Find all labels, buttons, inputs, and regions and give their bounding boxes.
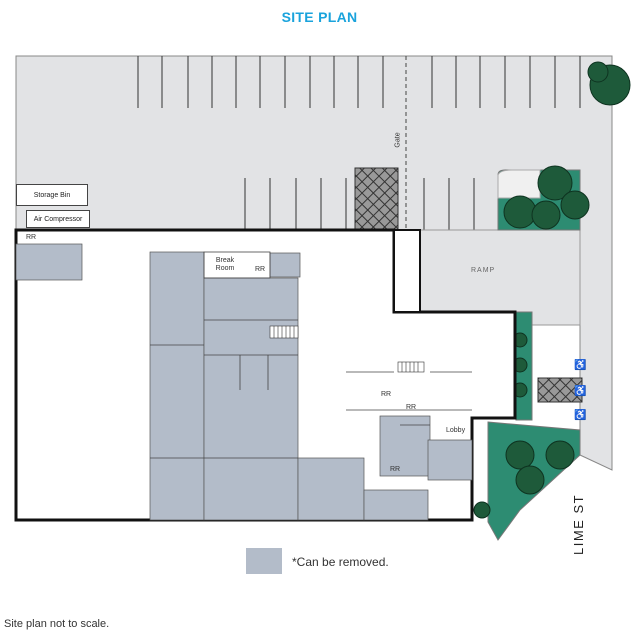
footnote: Site plan not to scale. bbox=[4, 618, 110, 630]
restroom-label-1: RR bbox=[26, 234, 37, 241]
accessible-parking-icons: ♿ ♿ ♿ bbox=[574, 358, 586, 421]
legend-swatch bbox=[246, 548, 282, 574]
restroom-label-5: RR bbox=[390, 466, 401, 473]
restroom-label-4: RR bbox=[406, 404, 417, 411]
break-room-label: Break Room bbox=[215, 257, 235, 272]
page-title: SITE PLAN bbox=[281, 9, 358, 25]
svg-text:♿: ♿ bbox=[574, 384, 586, 397]
palms bbox=[505, 440, 575, 495]
svg-text:♿: ♿ bbox=[574, 358, 586, 371]
ramp-label: RAMP bbox=[471, 267, 496, 274]
planter-top-gravel bbox=[497, 169, 541, 199]
street-label: LIME ST bbox=[571, 493, 586, 555]
parking-stalls-top bbox=[137, 56, 581, 108]
loading-dock bbox=[393, 229, 421, 313]
gate-label: Gate bbox=[394, 132, 402, 148]
interior-walls bbox=[150, 251, 472, 459]
air-compressor-label: Air Compressor bbox=[26, 210, 90, 228]
storage-bin-label: Storage Bin bbox=[16, 184, 88, 206]
lobby-label: Lobby bbox=[446, 427, 466, 434]
restroom-label-3: RR bbox=[381, 391, 392, 398]
svg-text:♿: ♿ bbox=[574, 408, 586, 421]
legend-text: *Can be removed. bbox=[292, 555, 389, 569]
hatched-structure-small bbox=[537, 377, 583, 403]
hatched-structure bbox=[354, 167, 399, 231]
removable-areas bbox=[15, 243, 473, 521]
trees bbox=[473, 61, 631, 519]
stairs bbox=[269, 325, 425, 373]
restroom-label-2: RR bbox=[255, 266, 266, 273]
parking-stalls-bottom bbox=[244, 178, 475, 230]
